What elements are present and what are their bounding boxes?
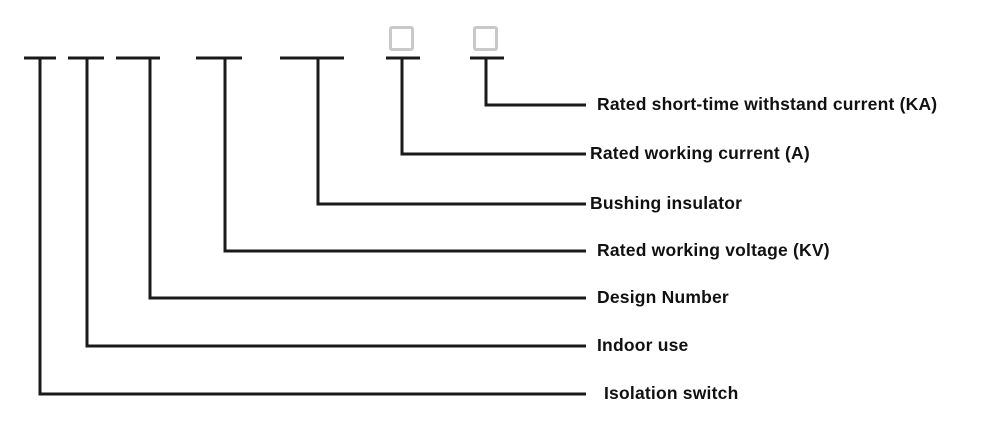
rated-short-time-withstand-current-box (473, 26, 498, 51)
leader-rated-working-current (400, 58, 586, 156)
leader-isolation-switch (38, 58, 586, 396)
callout-label-design-number: Design Number (597, 287, 729, 307)
leader-indoor-use (85, 58, 586, 348)
leader-design-number (148, 58, 586, 300)
leader-rated-working-voltage (223, 58, 586, 253)
callout-label-isolation-switch: Isolation switch (604, 383, 739, 403)
callout-label-rated-working-current: Rated working current (A) (590, 143, 810, 163)
callout-label-rated-short-time-withstand-current: Rated short-time withstand current (KA) (597, 94, 938, 114)
callout-label-bushing-insulator: Bushing insulator (590, 193, 743, 213)
callout-label-indoor-use: Indoor use (597, 335, 689, 355)
leader-rated-short-time-withstand-current (484, 58, 586, 107)
callout-label-rated-working-voltage: Rated working voltage (KV) (597, 240, 830, 260)
leader-bushing-insulator (316, 58, 586, 206)
rated-working-current-box (389, 26, 414, 51)
